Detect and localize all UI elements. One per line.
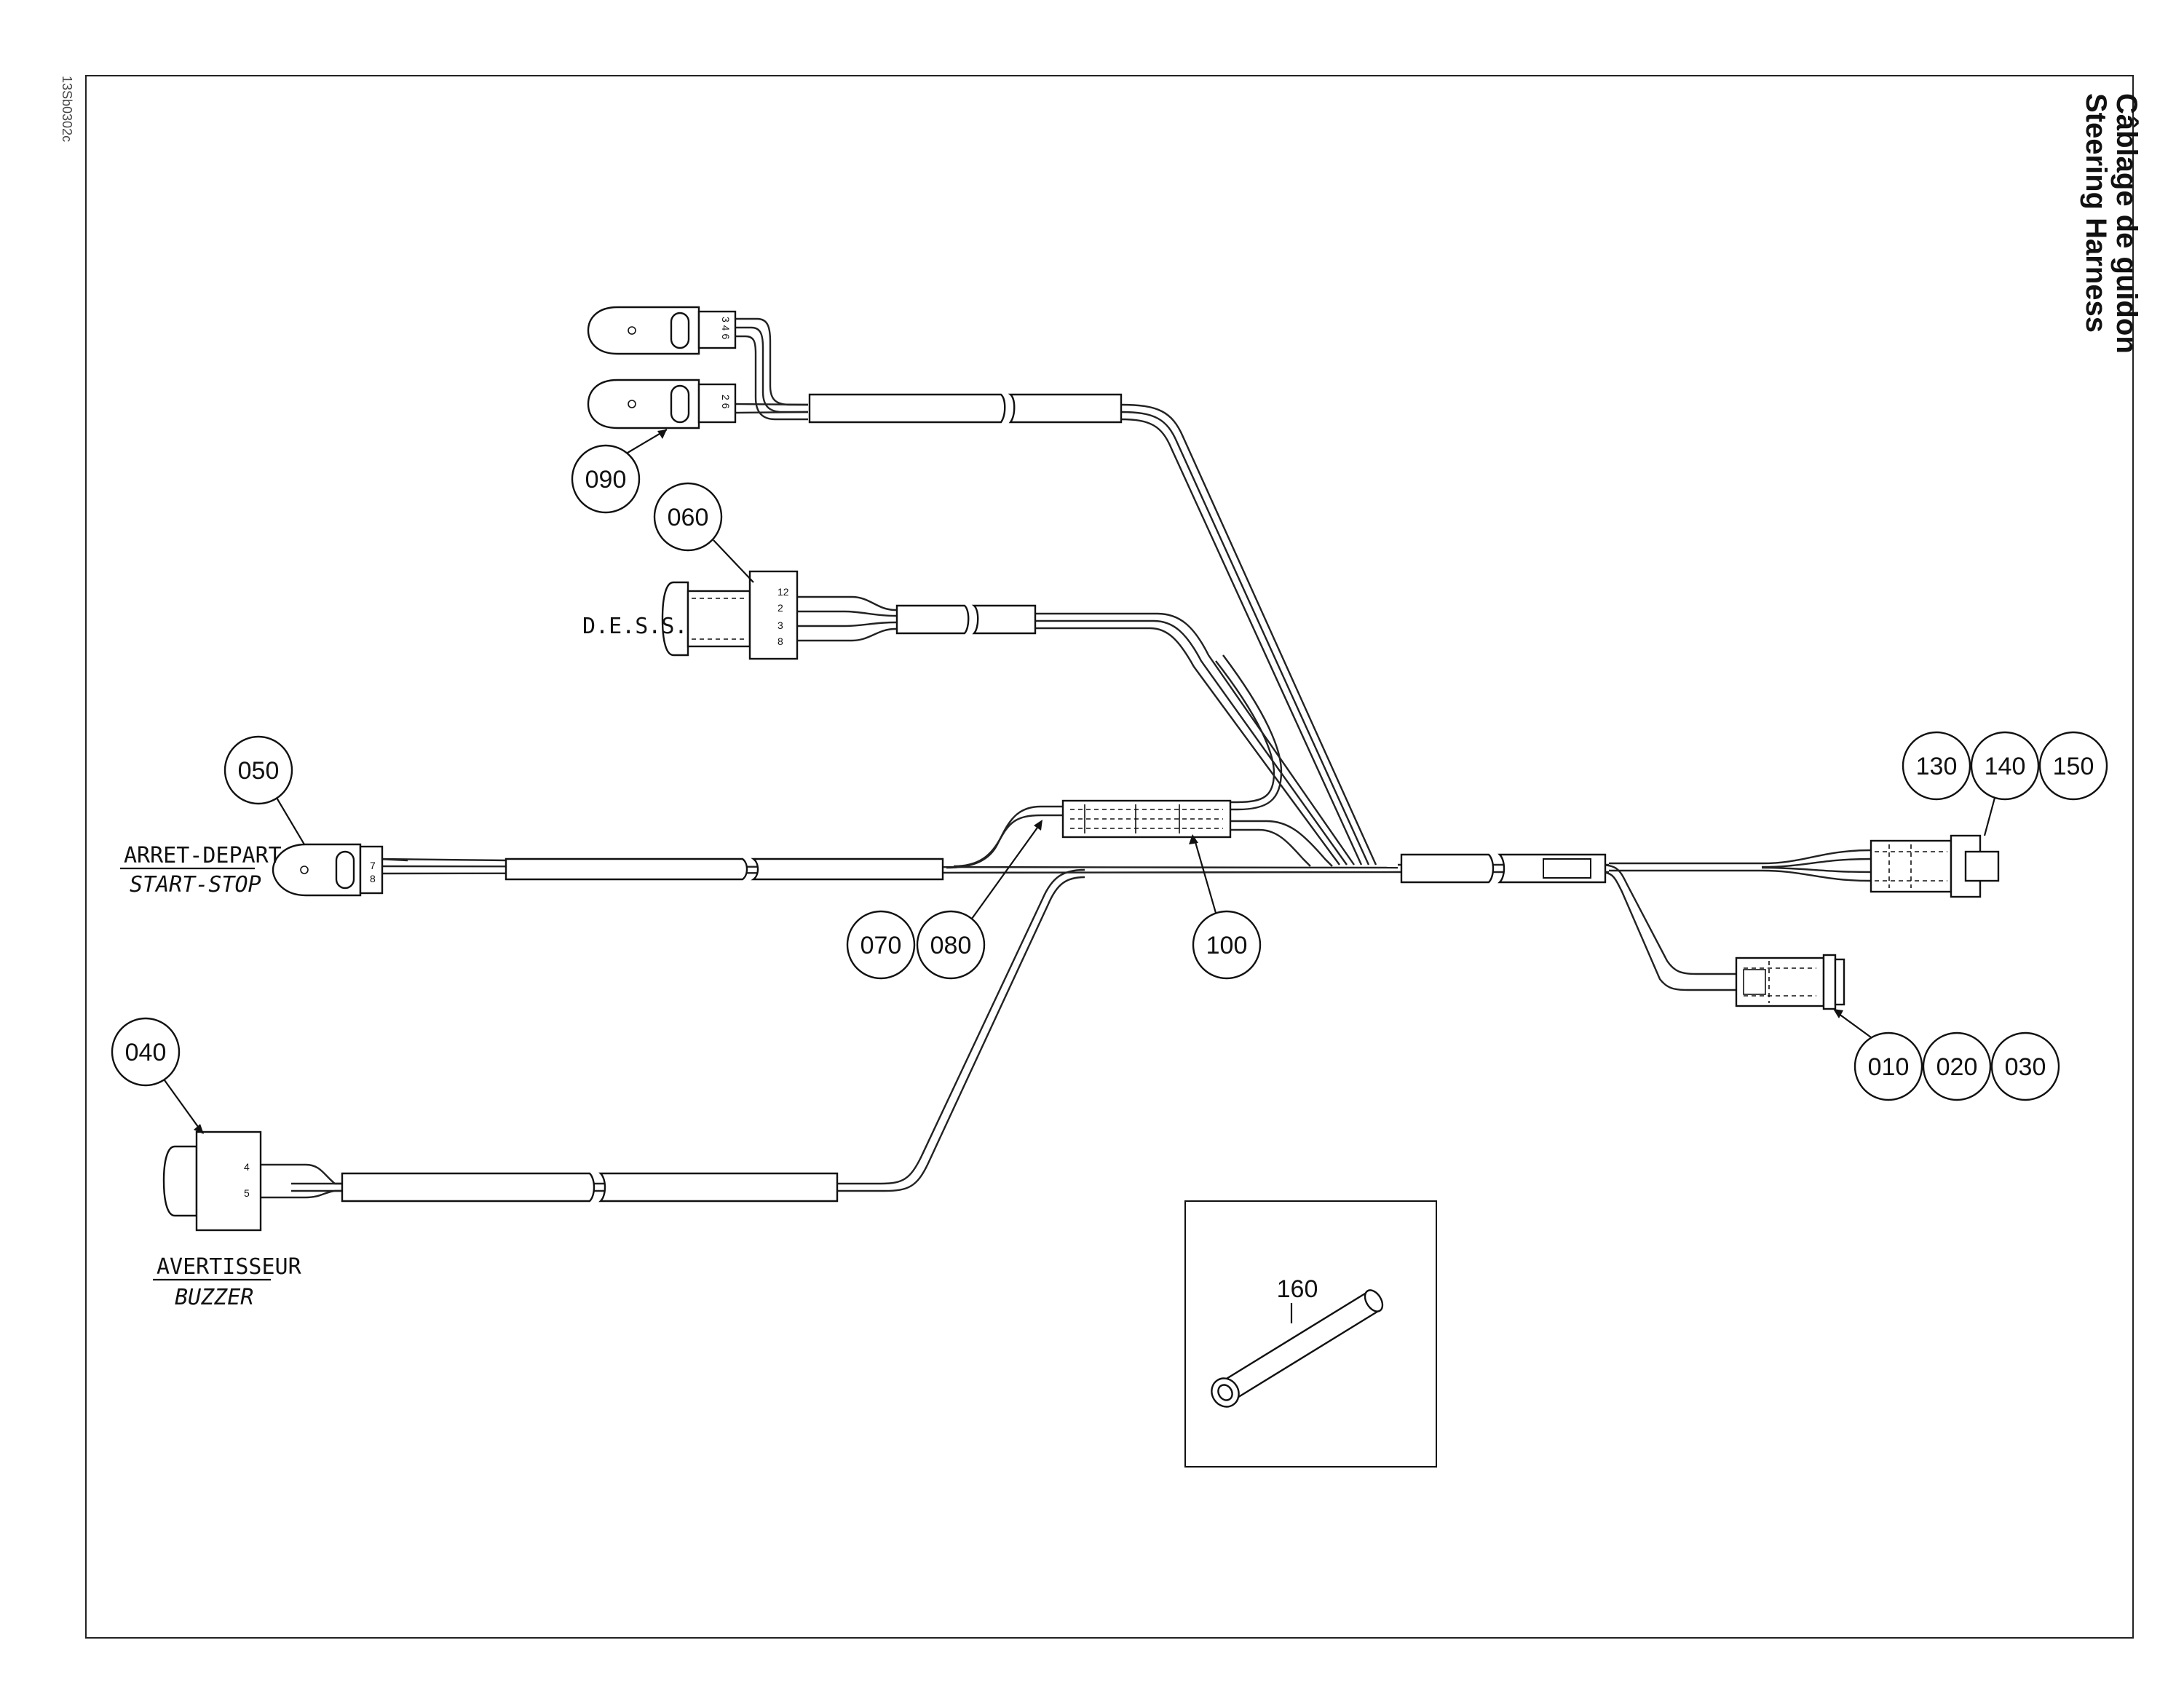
- callout-050: 050: [223, 735, 305, 845]
- buzzer-pin-2: 5: [244, 1187, 250, 1199]
- callout-030: 030: [1990, 1031, 2060, 1101]
- svg-text:130: 130: [1916, 753, 1958, 780]
- buzzer-pin-1: 4: [244, 1161, 250, 1173]
- svg-text:090: 090: [585, 466, 627, 494]
- callout-070: 070: [846, 910, 916, 980]
- start-stop-label: START-STOP: [130, 872, 261, 898]
- inset-part-number: 160: [1277, 1275, 1318, 1303]
- start-stop-pin-2: 8: [370, 873, 376, 884]
- title-line-2: Câblage de guidon: [2110, 93, 2143, 354]
- dess-pin-1: 12: [778, 586, 789, 598]
- svg-text:010: 010: [1868, 1053, 1910, 1081]
- callout-090: 090: [571, 429, 668, 514]
- reference-number: 13Sb0302c: [60, 76, 74, 142]
- inset-part-160: 160: [1184, 1200, 1437, 1468]
- harness-sleeves: [341, 393, 1607, 1203]
- callout-080: 080: [916, 820, 1042, 980]
- svg-text:040: 040: [125, 1039, 167, 1066]
- title-line-1: Steering Harness: [2080, 93, 2112, 333]
- switch-upper-pins: 3 4 6: [720, 317, 732, 339]
- dess-pin-2: 2: [778, 602, 783, 614]
- avertisseur-label: AVERTISSEUR: [157, 1254, 302, 1280]
- callout-060: 060: [653, 482, 754, 583]
- start-stop-pin-1: 7: [370, 860, 376, 871]
- title-block: Steering Harness Câblage de guidon: [2080, 93, 2143, 354]
- svg-text:020: 020: [1936, 1053, 1978, 1081]
- switch-lower-pins: 2 6: [720, 395, 732, 409]
- svg-text:150: 150: [2053, 753, 2094, 780]
- callout-100: 100: [1189, 834, 1262, 980]
- callout-020: 020: [1922, 1031, 1992, 1101]
- labels: D.E.S.S. ARRET-DEPART START-STOP AVERTIS…: [120, 614, 688, 1310]
- drawing-frame: [85, 75, 2134, 1639]
- dess-pin-4: 8: [778, 635, 783, 647]
- main-connector: [1870, 834, 2000, 898]
- svg-text:140: 140: [1985, 753, 2026, 780]
- svg-text:050: 050: [238, 757, 280, 785]
- callout-040: 040: [111, 1017, 204, 1134]
- svg-text:060: 060: [668, 504, 709, 531]
- dess-connector: 12 2 3 8: [661, 570, 799, 660]
- svg-text:070: 070: [860, 932, 902, 959]
- svg-text:100: 100: [1206, 932, 1248, 959]
- dess-label: D.E.S.S.: [582, 614, 688, 639]
- svg-text:080: 080: [930, 932, 972, 959]
- switch-upper: 3 4 6: [587, 306, 737, 355]
- buzzer-label: BUZZER: [175, 1285, 253, 1310]
- callout-010: 010: [1833, 1009, 1923, 1101]
- svg-text:030: 030: [2005, 1053, 2046, 1081]
- arret-depart-label: ARRET-DEPART: [124, 843, 282, 868]
- dess-pin-3: 3: [778, 619, 783, 631]
- start-stop-connector: 7 8: [272, 843, 384, 897]
- callout-130: 130: [1902, 731, 1971, 801]
- buzzer-connector: 4 5: [162, 1130, 262, 1232]
- lower-right-connector: [1735, 954, 1845, 1010]
- wires: [258, 317, 1872, 1199]
- callout-140: 140: [1970, 731, 2040, 836]
- splice-assembly: [1061, 799, 1232, 839]
- callouts: 090 060 050 070 080 100: [111, 429, 2108, 1134]
- switch-lower: 2 6: [587, 379, 737, 429]
- callout-150: 150: [2038, 731, 2108, 801]
